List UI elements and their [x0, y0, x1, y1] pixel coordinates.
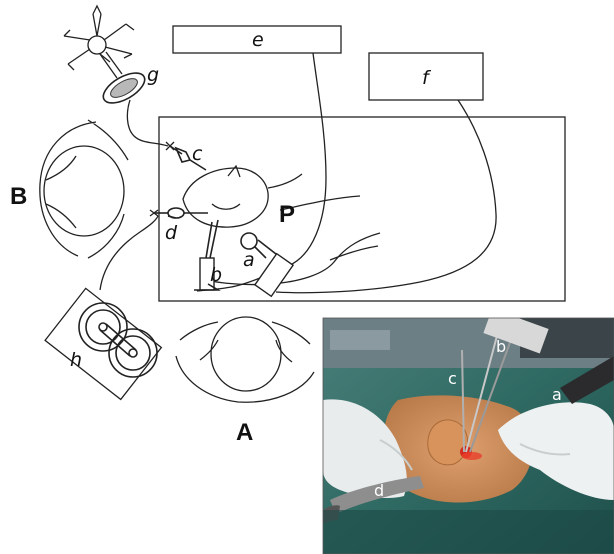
surgeon-b-icon	[40, 120, 128, 258]
assistant-a-icon	[176, 317, 314, 402]
lamp-icon	[64, 6, 149, 109]
label-c: c	[192, 143, 203, 165]
cable-f	[276, 100, 496, 293]
label-a: a	[243, 249, 255, 271]
label-position-p: P	[279, 201, 295, 228]
label-position-a: A	[236, 419, 253, 446]
patient-head-icon	[183, 168, 268, 227]
photo-label-b: b	[496, 337, 506, 356]
label-b: b	[210, 264, 222, 286]
label-position-b: B	[10, 183, 27, 210]
photo-label-d: d	[374, 481, 384, 500]
box-e-label: e	[252, 29, 264, 51]
patient-body-outline	[200, 233, 380, 285]
intraoperative-photo	[323, 309, 614, 554]
cable-g-c	[127, 100, 168, 146]
label-g: g	[147, 64, 159, 86]
label-h: h	[70, 349, 82, 371]
pump-h-icon	[45, 288, 161, 399]
photo-label-a: a	[552, 385, 562, 404]
label-d: d	[165, 222, 178, 244]
photo-label-c: c	[448, 369, 457, 388]
cable-e	[197, 53, 326, 291]
